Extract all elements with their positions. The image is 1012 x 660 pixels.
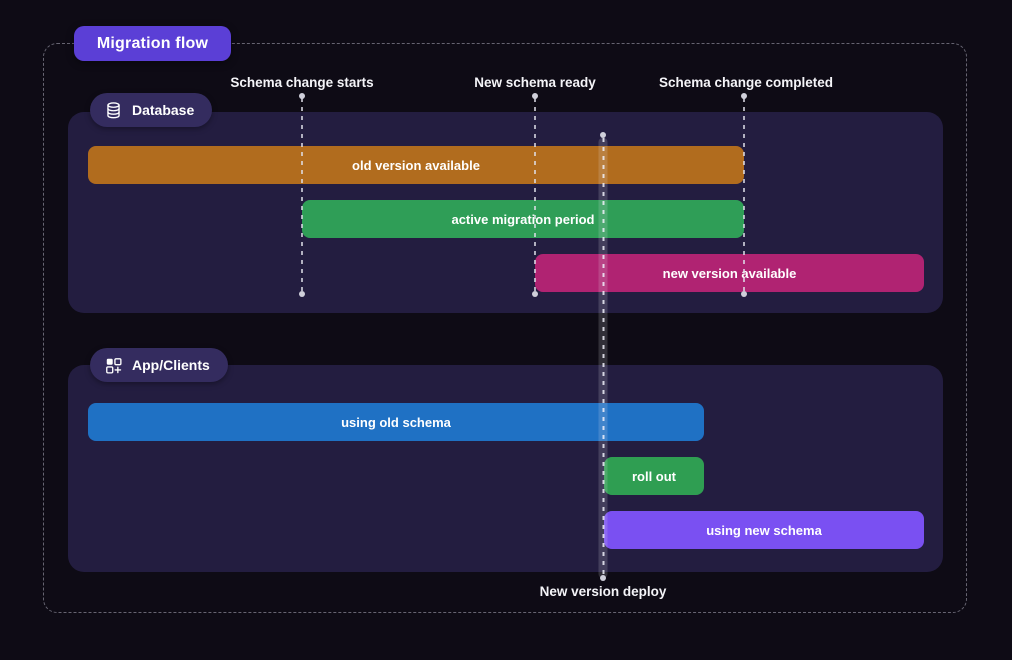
deploy-guide-line bbox=[598, 138, 608, 578]
bar-roll-out: roll out bbox=[604, 457, 704, 495]
lane-badge-database-label: Database bbox=[132, 102, 195, 118]
guide-line-schema-change-completed bbox=[743, 98, 745, 293]
bar-using-new-schema: using new schema bbox=[604, 511, 924, 549]
lane-badge-app-clients: App/Clients bbox=[90, 348, 228, 382]
guide-dot bbox=[532, 93, 538, 99]
guide-line-new-schema-ready bbox=[534, 98, 536, 293]
guide-dot bbox=[741, 93, 747, 99]
bar-label: old version available bbox=[352, 157, 480, 173]
bar-new-version-available: new version available bbox=[535, 254, 924, 292]
guide-dot bbox=[299, 93, 305, 99]
bar-using-old-schema: using old schema bbox=[88, 403, 704, 441]
guide-dot bbox=[532, 291, 538, 297]
bar-label: active migration period bbox=[451, 211, 595, 227]
apps-add-icon bbox=[104, 356, 123, 375]
guide-dot bbox=[741, 291, 747, 297]
bar-label: roll out bbox=[631, 468, 677, 484]
bar-active-migration-period: active migration period bbox=[302, 200, 744, 238]
milestone-label-new-version-deploy: New version deploy bbox=[539, 584, 667, 599]
guide-dot bbox=[600, 575, 606, 581]
bar-label: new version available bbox=[662, 265, 797, 281]
lane-badge-database: Database bbox=[90, 93, 213, 127]
milestone-label-schema-change-starts: Schema change starts bbox=[230, 75, 374, 90]
diagram-frame bbox=[43, 43, 967, 613]
diagram-title: Migration flow bbox=[96, 34, 209, 52]
milestone-label-new-schema-ready: New schema ready bbox=[474, 75, 596, 90]
guide-line-schema-change-starts bbox=[301, 98, 303, 293]
deploy-guide-core bbox=[602, 138, 604, 578]
lane-badge-app-clients-label: App/Clients bbox=[132, 357, 210, 373]
bar-label: using old schema bbox=[341, 414, 451, 430]
guide-dot bbox=[299, 291, 305, 297]
milestone-label-schema-change-completed: Schema change completed bbox=[658, 75, 834, 90]
bar-old-version-available: old version available bbox=[88, 146, 744, 184]
bar-label: using new schema bbox=[706, 522, 822, 538]
database-icon bbox=[104, 101, 123, 120]
diagram-title-badge: Migration flow bbox=[74, 26, 231, 61]
guide-dot bbox=[600, 132, 606, 138]
